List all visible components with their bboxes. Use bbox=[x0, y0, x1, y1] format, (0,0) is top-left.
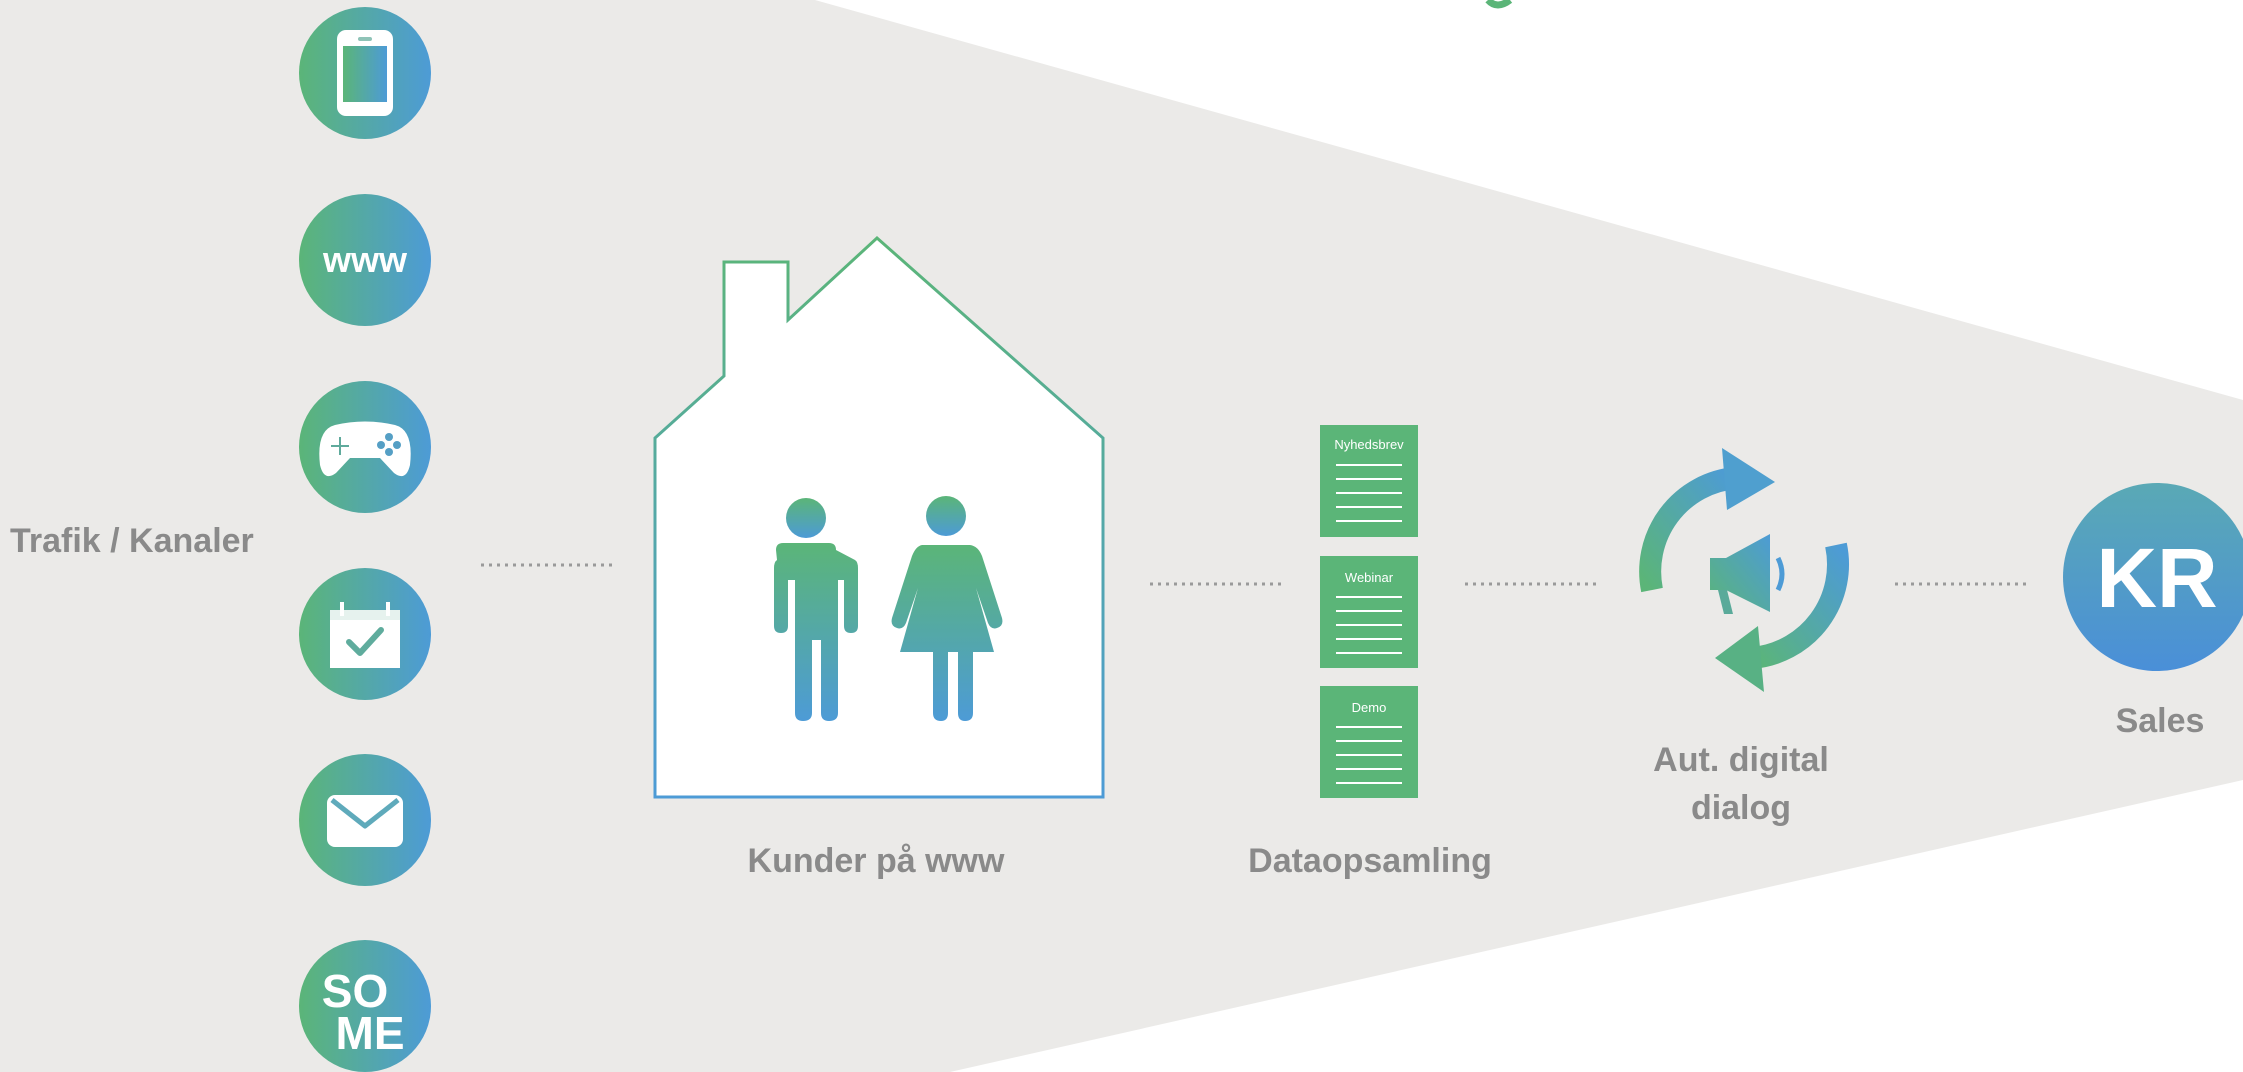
document-nyhedsbrev: Nyhedsbrev bbox=[1320, 425, 1418, 537]
woman-icon bbox=[891, 496, 1003, 721]
some-icon: SO ME bbox=[322, 965, 405, 1059]
aut-digital-line2: dialog bbox=[1690, 789, 1792, 827]
kunder-label: Kunder på www bbox=[747, 842, 1005, 880]
mobile-phone-icon bbox=[337, 30, 393, 116]
calendar-check-icon bbox=[330, 602, 400, 668]
www-icon: www bbox=[322, 239, 408, 280]
cycle-arrows-icon bbox=[1639, 448, 1849, 692]
document-webinar: Webinar bbox=[1320, 556, 1418, 668]
trafik-kanaler-label: Trafik / Kanaler bbox=[10, 522, 254, 560]
gamepad-icon bbox=[319, 421, 411, 477]
house-illustration bbox=[653, 235, 1105, 799]
envelope-icon bbox=[327, 795, 403, 847]
aut-digital-dialog-label: Aut. digital dialog bbox=[1600, 736, 1882, 832]
channel-www: www bbox=[299, 194, 431, 326]
aut-digital-line1: Aut. digital bbox=[1653, 741, 1829, 779]
man-icon bbox=[774, 498, 858, 721]
sales-label: Sales bbox=[2115, 702, 2205, 740]
channel-calendar bbox=[299, 568, 431, 700]
svg-text:KR: KR bbox=[2096, 531, 2217, 625]
svg-text:SO: SO bbox=[322, 965, 388, 1017]
svg-text:Nyhedsbrev: Nyhedsbrev bbox=[1334, 437, 1404, 452]
svg-text:Webinar: Webinar bbox=[1345, 570, 1394, 585]
channel-email bbox=[299, 754, 431, 886]
document-demo: Demo bbox=[1320, 686, 1418, 798]
svg-text:Demo: Demo bbox=[1352, 700, 1387, 715]
sales-kr-badge: KR bbox=[2063, 483, 2243, 671]
dataopsamling-label: Dataopsamling bbox=[1248, 842, 1492, 880]
channel-mobile bbox=[299, 7, 431, 139]
title-fragment bbox=[1485, 0, 1513, 9]
svg-text:ME: ME bbox=[336, 1007, 405, 1059]
megaphone-icon bbox=[1710, 534, 1785, 614]
channel-gaming bbox=[299, 381, 431, 513]
channel-some: SO ME bbox=[299, 940, 431, 1072]
